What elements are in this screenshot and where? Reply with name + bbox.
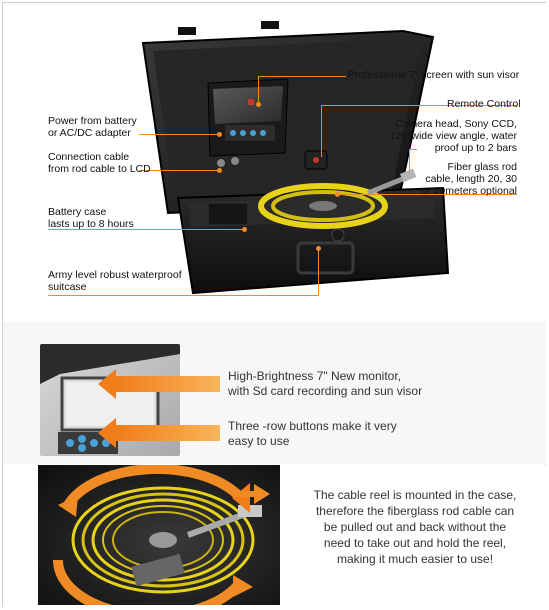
callout-remote: Remote Control	[447, 98, 521, 110]
callout-suitcase: Army level robust waterproof suitcase	[48, 269, 182, 293]
callout-suitcase-line2: suitcase	[48, 281, 87, 293]
leader-fiber	[337, 194, 517, 195]
callout-battery-line1: Battery case	[48, 206, 107, 218]
leader-remote-drop	[321, 105, 322, 157]
callout-suitcase-line1: Army level robust waterproof	[48, 269, 182, 281]
leader-suitcase-dot	[316, 246, 321, 251]
cable-reel-illustration	[71, 486, 262, 594]
callout-camera-line3: proof up to 2 bars	[434, 142, 517, 154]
leader-remote	[321, 105, 517, 106]
monitor-feature-line1: High-Brightness 7" New monitor,	[228, 369, 401, 383]
leader-power-dot	[217, 132, 222, 137]
leader-suitcase-rise	[318, 248, 319, 296]
remote-control	[304, 150, 328, 170]
callout-cable-line1: Connection cable	[48, 151, 130, 163]
monitor-feature-line2: with Sd card recording and sun visor	[228, 384, 423, 398]
callout-fiber-line1: Fiber glass rod	[447, 161, 517, 173]
callout-power-line2: or AC/DC adapter	[48, 127, 131, 139]
leader-battery-dot	[242, 227, 247, 232]
battery-case	[207, 202, 249, 226]
leader-screen-drop	[258, 76, 259, 104]
reel-feature-line4: need to take out and hold the reel,	[323, 536, 507, 550]
callout-battery: Battery case lasts up to 8 hours	[48, 206, 134, 230]
rotate-arrows-icon	[52, 465, 253, 605]
reel-feature-line5: making it much easier to use!	[336, 552, 494, 566]
callout-camera: Camera head, Sony CCD, 120°wide view ang…	[363, 118, 517, 154]
buttons-feature-line1: Three -row buttons make it very	[228, 419, 397, 433]
leader-camera	[409, 149, 417, 150]
callout-cable-line2: from rod cable to LCD	[48, 163, 151, 175]
reel-feature-text: The cable reel is mounted in the case, t…	[293, 487, 537, 567]
callout-cable: Connection cable from rod cable to LCD	[48, 151, 151, 175]
leader-cable-dot	[217, 168, 222, 173]
leader-suitcase	[48, 295, 318, 296]
suitcase-illustration	[141, 21, 450, 295]
product-overview-panel: Professional 7" screen with sun visor Po…	[3, 3, 546, 321]
lcd-monitor	[207, 78, 289, 157]
callout-screen: Professional 7" screen with sun visor	[348, 69, 520, 81]
callout-fiber: Fiber glass rod cable, length 20, 30 or …	[403, 161, 517, 197]
monitor-arrow-icon	[98, 369, 220, 399]
cable-reel	[258, 183, 388, 229]
monitor-feature-text: High-Brightness 7" New monitor, with Sd …	[228, 369, 422, 399]
reel-feature-line2: therefore the fiberglass rod cable can	[315, 504, 515, 518]
callout-camera-line2: 120°wide view angle, water	[389, 130, 517, 142]
callout-power: Power from battery or AC/DC adapter	[48, 115, 137, 139]
buttons-arrow-icon	[98, 418, 220, 448]
callout-battery-line2: lasts up to 8 hours	[48, 218, 134, 230]
reel-pull-arrow-shape	[234, 484, 270, 504]
callout-power-line1: Power from battery	[48, 115, 137, 127]
leader-screen-dot	[256, 102, 261, 107]
buttons-feature-line2: easy to use	[228, 434, 290, 448]
leader-fiber-dot	[335, 192, 340, 197]
callout-fiber-line3: or 40meters optional	[421, 185, 517, 197]
reel-feature-line1: The cable reel is mounted in the case,	[313, 488, 517, 502]
callout-fiber-line2: cable, length 20, 30	[425, 173, 517, 185]
leader-screen	[258, 76, 346, 77]
buttons-feature-text: Three -row buttons make it very easy to …	[228, 419, 397, 449]
leader-battery	[48, 229, 244, 230]
leader-power	[139, 134, 219, 135]
callout-camera-line1: Camera head, Sony CCD,	[395, 118, 517, 130]
reel-feature-line3: be pulled out and back without the	[323, 520, 507, 534]
leader-camera-drop	[409, 149, 410, 171]
leader-cable	[139, 170, 219, 171]
camera-head-rod	[367, 168, 417, 196]
